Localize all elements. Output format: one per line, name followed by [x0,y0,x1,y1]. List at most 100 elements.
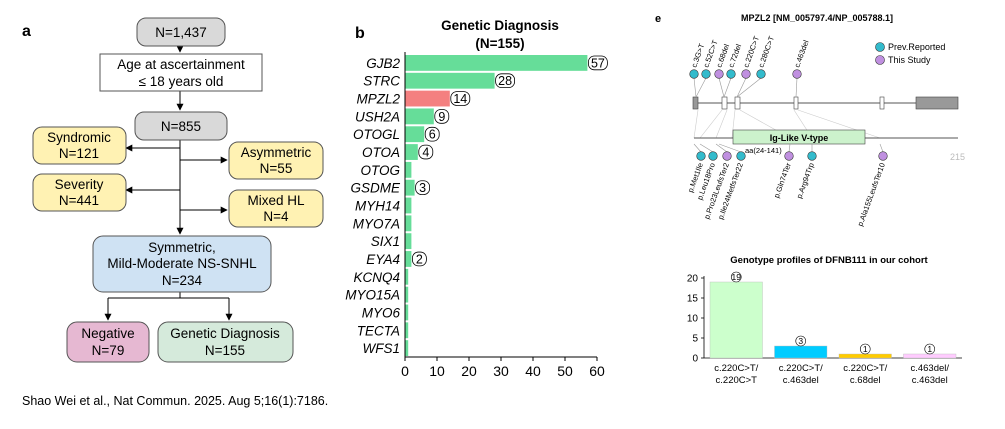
cdna-stem [795,77,798,98]
protein-variant-label: p.Gln74Ter [772,161,793,199]
category-label: OTOGL [353,127,400,142]
e-y-tick-label: 5 [692,334,698,345]
protein-length: 215 [950,152,965,162]
exon-2 [721,96,728,110]
data-label: 4 [422,146,429,160]
protein-structure: Ig-Like V-type aa(24-141) 215 [694,129,965,162]
cdna-variant-marker [714,69,724,79]
exon-5 [879,96,885,110]
category-label: GSDME [350,181,401,196]
exon-3 [734,96,741,110]
bar-mpzl2 [405,90,450,107]
category-label: SIX1 [371,234,400,249]
genotype-value-label: 1 [863,344,868,354]
data-label-badge [434,109,450,124]
protein-variant-marker [722,151,732,161]
age-criteria-node [99,53,263,92]
asymmetric-line2: N=55 [260,161,293,176]
protein-variant-label: p.Ala155LeufsTer10 [856,162,887,228]
panel-b-letter: b [355,25,365,42]
panel-e: e MPZL2 [NM_005797.4/NP_005788.1] Prev.R… [655,13,965,386]
mapping-lines [693,109,881,139]
cdna-variant-marker [689,69,699,79]
category-label: GJB2 [366,56,400,71]
data-label: 2 [416,252,423,266]
cdna-variant-marker [792,69,802,79]
genotype-label-line1: c.220C>T/ [843,363,887,374]
e-y-tick-label: 0 [692,354,698,365]
genotype-label-line2: c.68del [850,375,881,386]
cdna-stem [718,77,725,98]
protein-stem [718,143,742,153]
data-label: 6 [429,128,436,142]
data-label: 28 [498,74,512,88]
genotype-value-label: 1 [927,344,932,354]
protein-stem [693,143,702,153]
panel-a-letter: a [22,23,31,40]
genotype-label-line1: c.463del/ [910,363,949,374]
bar-ush2a [405,108,434,125]
protein-variant-label: p.Arg94Trp [795,162,816,200]
data-label-badge [424,126,440,142]
data-label: 3 [419,181,426,195]
mixed-hl-line2: N=4 [263,209,289,224]
data-label: 57 [591,56,605,70]
data-label-badge [495,73,516,89]
after-age-node [134,111,228,141]
genetic-diagnosis-node [157,321,294,363]
bar-eya4 [405,251,412,267]
bar-otog [405,161,412,178]
category-label: TECTA [357,323,400,338]
exon-1 [692,96,699,110]
protein-variant-marker [878,151,888,161]
category-label: USH2A [355,109,400,124]
protein-stem [879,143,884,153]
e-y-tick-label: 15 [687,294,699,305]
syndromic-node [32,126,127,165]
category-label: OTOG [360,163,400,178]
x-tick-label: 50 [557,363,573,379]
cdna-stem [695,77,707,98]
syndromic-line2: N=121 [59,146,99,161]
genotype-bar [774,345,828,359]
age-criteria-line1: Age at ascertainment [117,57,245,72]
genotype-label-line2: c.463del [912,375,948,386]
asymmetric-line1: Asymmetric [241,145,312,160]
exon-4 [793,96,799,110]
genotype-bar [838,353,892,359]
genotype-label-line1: c.220C>T/ [779,363,823,374]
e-y-tick-label: 10 [687,314,699,325]
protein-variant-marker [736,151,746,161]
x-tick-label: 60 [589,363,605,379]
genotype-label-line1: c.220C>T/ [714,363,758,374]
legend-prev-label: Prev.Reported [888,42,945,52]
panel-a-flowchart: a N=1,437 Age at ascertainment ≤ 18 year… [22,17,324,363]
cdna-stem [736,77,747,98]
x-tick-label: 30 [493,363,509,379]
symmetric-line2: Mild-Moderate NS-SNHL [107,256,257,271]
e-y-tick-label: 20 [687,274,699,285]
data-label: 14 [453,92,467,106]
x-tick-label: 20 [461,363,477,379]
genotype-label-line2: c.463del [783,375,819,386]
chart-e-title: Genotype profiles of DFNB111 in our coho… [730,255,928,266]
category-label: MYO15A [345,288,400,303]
category-label: MYH14 [355,199,400,214]
bar-gjb2 [405,55,588,71]
mixed-hl-line1: Mixed HL [247,193,305,208]
asymmetric-node [228,141,324,180]
domain-range: aa(24-141) [745,146,782,155]
total-node [136,17,226,47]
x-tick-label: 0 [401,363,409,379]
protein-variant-marker [696,151,706,161]
syndromic-line1: Syndromic [47,130,111,145]
negative-line1: Negative [81,326,134,341]
bar-myo15a [405,286,409,303]
genetic-diagnosis-line1: Genetic Diagnosis [170,326,280,341]
severity-node [32,173,127,212]
bar-otoa [405,144,418,160]
